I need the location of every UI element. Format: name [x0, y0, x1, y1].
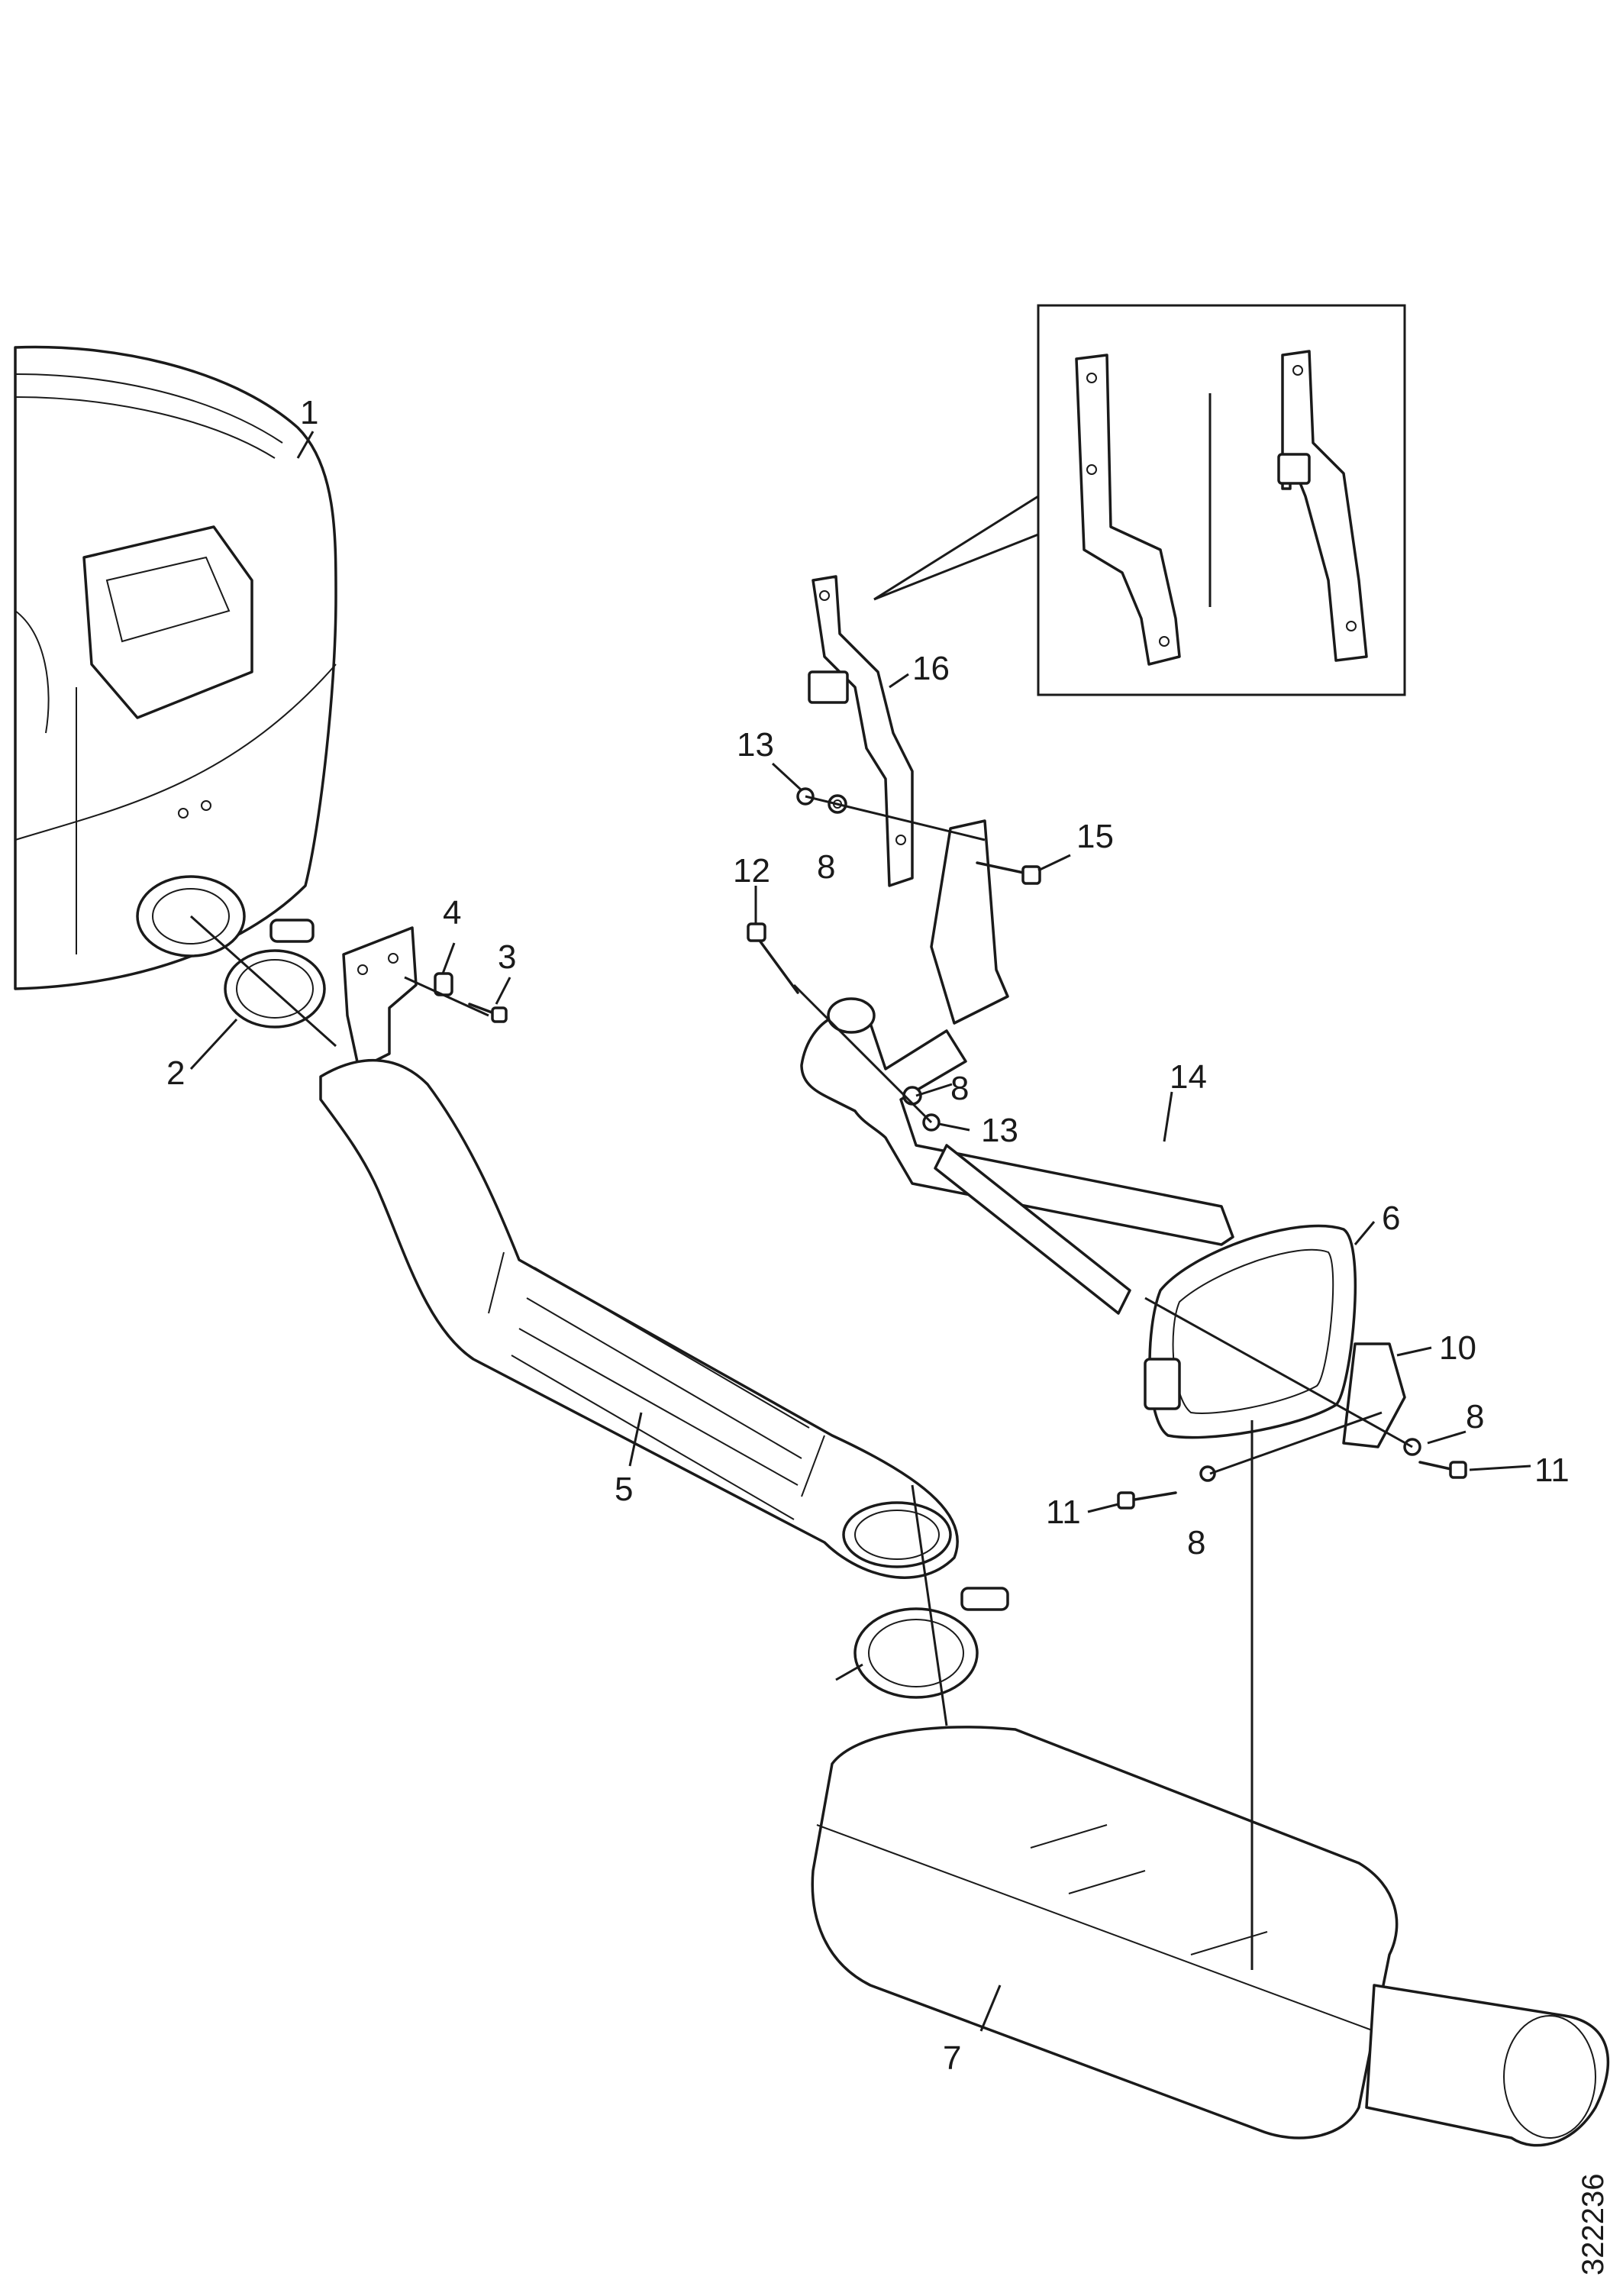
callout-1: 1: [300, 394, 318, 431]
callout-14: 14: [1170, 1058, 1207, 1096]
callout-7: 7: [943, 2039, 961, 2077]
part-5-flexible-pipe: [319, 1058, 959, 1579]
part-4-bracket: [342, 926, 453, 1070]
leader-lines: [189, 431, 1531, 2032]
callout-12: 12: [733, 852, 770, 890]
callout-11-left: 11: [1046, 1494, 1081, 1531]
callout-11-right: 11: [1534, 1452, 1570, 1489]
part-11-bolt-right: [1418, 1461, 1456, 1471]
callout-2-upper: 2: [166, 1054, 185, 1092]
part-2-clamp-lower: [853, 1587, 1009, 1699]
part-7-rear-muffler: [811, 1726, 1610, 2147]
part-10-bracket-plate: [1342, 1342, 1406, 1448]
callout-4: 4: [443, 894, 461, 932]
callout-8-right: 8: [1466, 1398, 1484, 1435]
callout-8-upper: 8: [817, 848, 835, 886]
document-number: 322236: [1576, 2174, 1610, 2275]
fasteners: [747, 787, 1467, 1510]
part-3-bolt: [468, 1003, 508, 1023]
callout-6: 6: [1382, 1200, 1400, 1237]
part-8-washer-lower: [1199, 1465, 1216, 1482]
callout-3: 3: [498, 938, 516, 976]
callout-10: 10: [1439, 1329, 1476, 1367]
assembly-lines: [189, 795, 1413, 1970]
part-16-hanger-bracket: [808, 575, 914, 887]
part-1-silencer-housing: [14, 345, 337, 990]
callout-13-mid: 13: [981, 1112, 1018, 1149]
callout-13-upper: 13: [737, 726, 774, 764]
part-2-clamp-upper: [224, 919, 326, 1029]
callout-8-mid: 8: [950, 1070, 969, 1107]
part-11-bolt-left: [1128, 1491, 1177, 1502]
callout-8-lower: 8: [1187, 1524, 1205, 1561]
callout-15: 15: [1076, 818, 1114, 855]
callout-labels: 1 2 3 4 5 6 7 8 8 8 8 10 11 11 12 13 13 …: [166, 394, 1570, 2077]
inset-alternative-brackets: [873, 304, 1406, 696]
part-6-frame-stay: [1144, 1224, 1357, 1439]
callout-5: 5: [615, 1471, 633, 1508]
part-12-bolt: [754, 934, 799, 994]
part-14-carrier-bracket: [800, 819, 1234, 1315]
callout-16: 16: [912, 650, 950, 687]
